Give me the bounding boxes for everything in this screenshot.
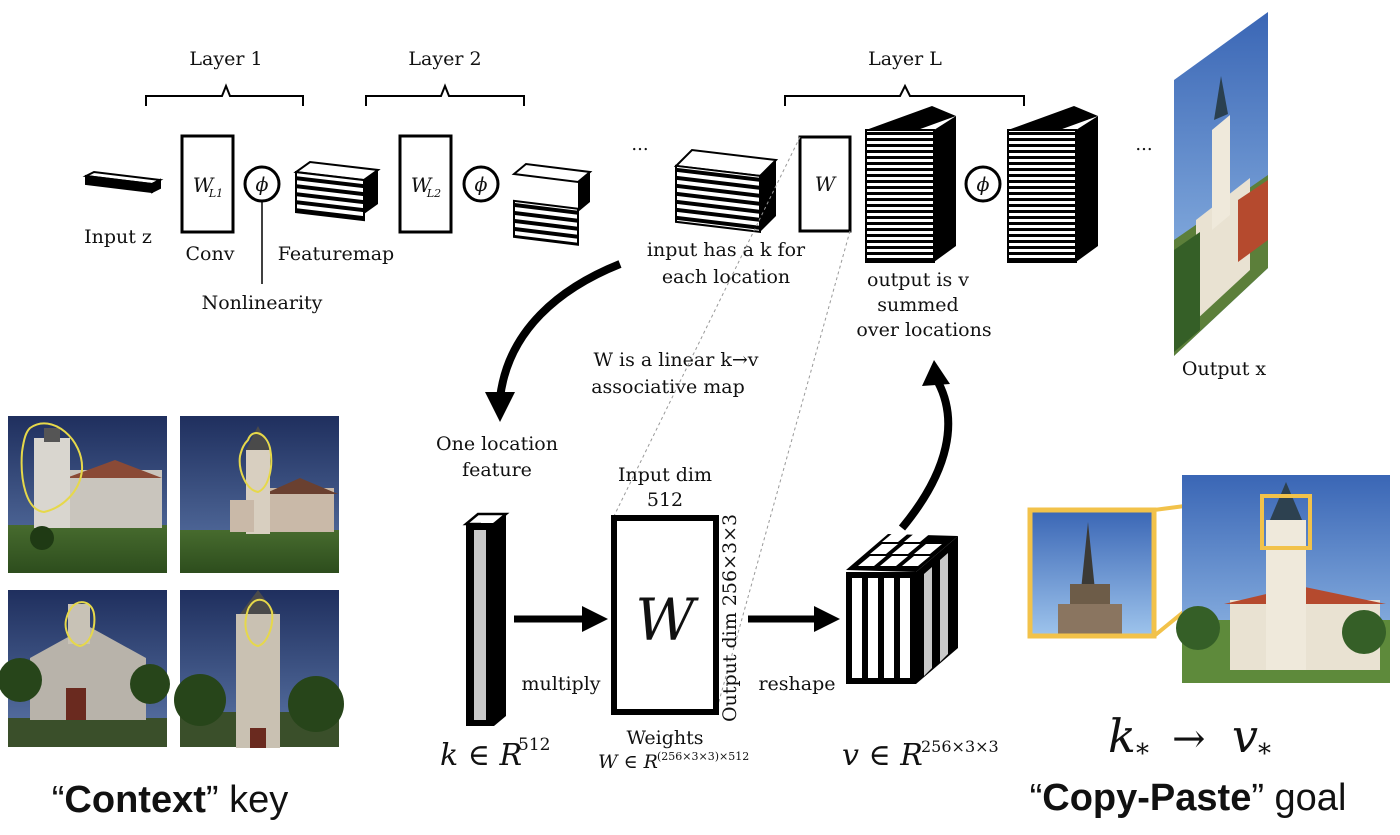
- v-formula: v ∈ R 256×3×3: [842, 737, 999, 773]
- featuremap-2: [511, 162, 593, 246]
- w-l1-symbol: W: [193, 173, 215, 197]
- projection-lines: [613, 136, 851, 713]
- one-location-label-line2: feature: [462, 459, 532, 481]
- input-dim-label-line1: Input dim: [618, 464, 712, 486]
- k-vector: [462, 512, 510, 726]
- featuremap-label: Featuremap: [278, 243, 394, 265]
- featuremap-input-layer-l: [673, 148, 779, 233]
- reshape-label: reshape: [758, 673, 835, 695]
- weights-formula: W ∈ R (256×3×3)×512: [598, 750, 749, 773]
- context-image-1: [8, 416, 167, 573]
- weights-formula-text: W ∈ R: [598, 751, 658, 773]
- weight-layer-l: W: [798, 135, 852, 233]
- weight-matrix: W: [611, 515, 719, 715]
- copy-paste-zoom-image: [1027, 507, 1157, 639]
- assoc-map-annotation-line2: associative map: [591, 376, 745, 398]
- output-v-annotation-line3: over locations: [856, 319, 991, 341]
- curved-arrow-down-head: [485, 392, 515, 422]
- curved-arrow-down: [496, 260, 622, 399]
- featuremap-output-layer-l-2: [1007, 106, 1098, 263]
- v-tensor-cube: [846, 532, 958, 684]
- copy-paste-formula: k * → v *: [1108, 709, 1271, 769]
- phi-nonlinearity-2: ϕ: [462, 165, 500, 203]
- weight-matrix-symbol: W: [635, 586, 699, 654]
- ellipsis-2: ...: [1135, 134, 1152, 155]
- layer-1-brace: Layer 1: [145, 48, 304, 106]
- context-image-4: [174, 590, 344, 748]
- nonlinearity-label: Nonlinearity: [202, 292, 323, 314]
- ellipsis-1: ...: [631, 134, 648, 155]
- k-formula: k ∈ R 512: [440, 735, 550, 773]
- phi-symbol-1: ϕ: [256, 174, 269, 196]
- w-l2-symbol: W: [411, 173, 433, 197]
- output-x-label: Output x: [1182, 358, 1267, 380]
- output-dim-label: Output dim 256×3×3: [719, 514, 741, 722]
- assoc-map-annotation-line1: W is a linear k→v: [593, 349, 758, 371]
- multiply-arrow-head: [582, 606, 608, 632]
- k-star-symbol: k: [1108, 709, 1136, 763]
- input-z-vector: [82, 170, 164, 194]
- input-dim-label-line2: 512: [647, 489, 683, 511]
- weights-formula-superscript: (256×3×3)×512: [657, 750, 749, 763]
- context-image-2: [180, 416, 339, 573]
- k-star-asterisk: *: [1136, 739, 1149, 769]
- v-formula-superscript: 256×3×3: [921, 737, 999, 756]
- layer-2-label: Layer 2: [408, 48, 481, 70]
- w-layer-symbol: W: [815, 172, 837, 196]
- formula-arrow: →: [1172, 716, 1206, 762]
- conv-weight-l1: W L1: [180, 134, 235, 234]
- layer-2-brace: Layer 2: [365, 48, 525, 106]
- layer-l-label: Layer L: [868, 48, 942, 70]
- input-z-label: Input z: [84, 226, 152, 248]
- copy-paste-goal-label: “Copy-Paste” goal: [1030, 777, 1347, 819]
- multiply-label: multiply: [521, 673, 600, 695]
- v-formula-text: v ∈ R: [842, 738, 923, 773]
- copy-paste-target-image: [1176, 475, 1390, 683]
- curved-arrow-up-head: [922, 360, 950, 386]
- phi-symbol-l: ϕ: [977, 174, 990, 196]
- layer-1-label: Layer 1: [189, 48, 262, 70]
- phi-nonlinearity-1: ϕ: [243, 165, 281, 284]
- phi-symbol-2: ϕ: [475, 174, 488, 196]
- output-v-annotation-line2: summed: [877, 294, 958, 316]
- w-l2-subscript: L2: [426, 187, 441, 200]
- weights-label: Weights: [626, 727, 703, 749]
- w-l1-subscript: L1: [208, 187, 223, 200]
- one-location-label-line1: One location: [436, 433, 558, 455]
- k-formula-superscript: 512: [518, 735, 550, 755]
- k-formula-text: k ∈ R: [440, 738, 522, 773]
- input-k-annotation-line1: input has a k for: [647, 239, 806, 261]
- conv-weight-l2: W L2: [398, 134, 453, 234]
- reshape-arrow-head: [814, 606, 840, 632]
- input-k-annotation-line2: each location: [662, 266, 790, 288]
- phi-nonlinearity-l: ϕ: [964, 165, 1002, 203]
- context-key-label: “Context” key: [52, 779, 288, 821]
- output-image: [1174, 12, 1268, 356]
- context-image-3: [0, 590, 170, 747]
- conv-label: Conv: [186, 243, 235, 265]
- featuremap-output-layer-l-1: [865, 106, 956, 263]
- curved-arrow-up: [898, 380, 953, 531]
- featuremap-1: [293, 160, 381, 222]
- v-star-symbol: v: [1232, 709, 1258, 763]
- output-v-annotation-line1: output is v: [867, 269, 969, 291]
- v-star-asterisk: *: [1258, 739, 1271, 769]
- layer-l-brace: Layer L: [784, 48, 1025, 106]
